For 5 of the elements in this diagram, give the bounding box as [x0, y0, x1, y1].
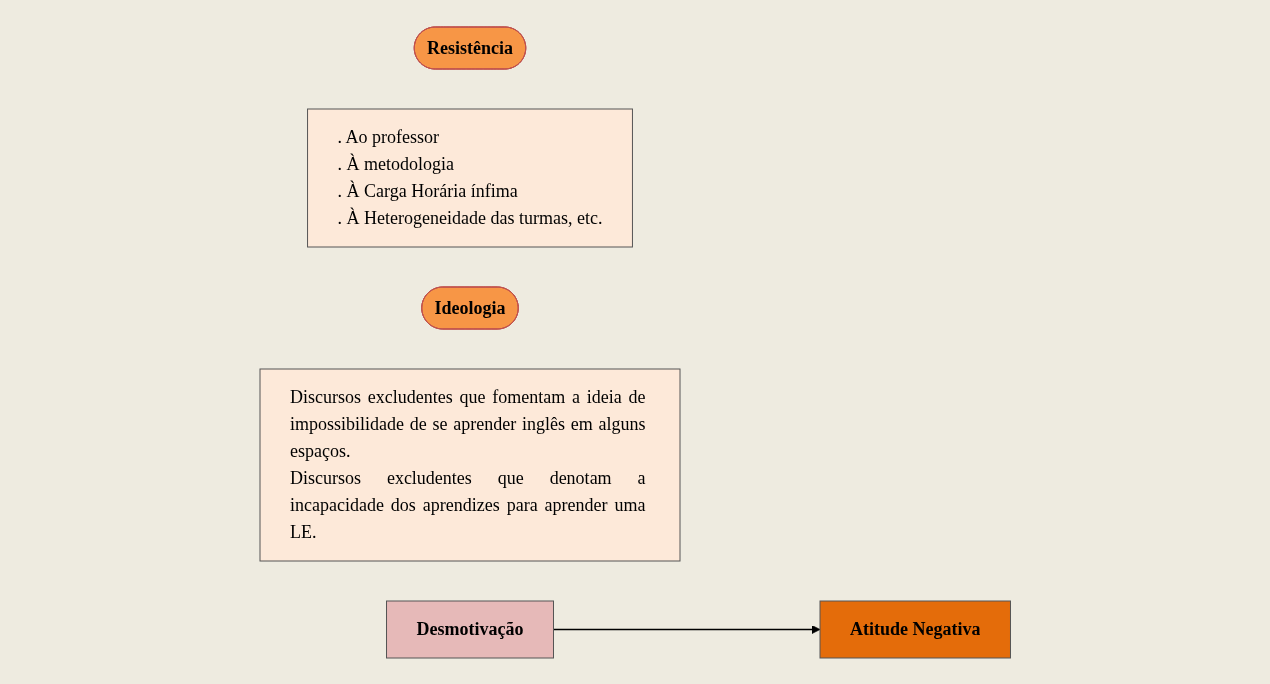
node-box: Desmotivação: [385, 600, 554, 658]
node-box: . Ao professor . À metodologia . À Carga Horária ínfima . À Heterogeneidade das turmas, etc.: [306, 108, 633, 247]
node-box: Atitude Negativa: [819, 600, 1011, 658]
arrow: [552, 624, 821, 634]
node-box: Discursos excludentes que fomentam a ideia de impossibilidade de se aprender inglês em alguns espaços. Discursos excludentes que denotam a incapacidade dos aprendizes para aprender uma LE.: [259, 368, 681, 561]
